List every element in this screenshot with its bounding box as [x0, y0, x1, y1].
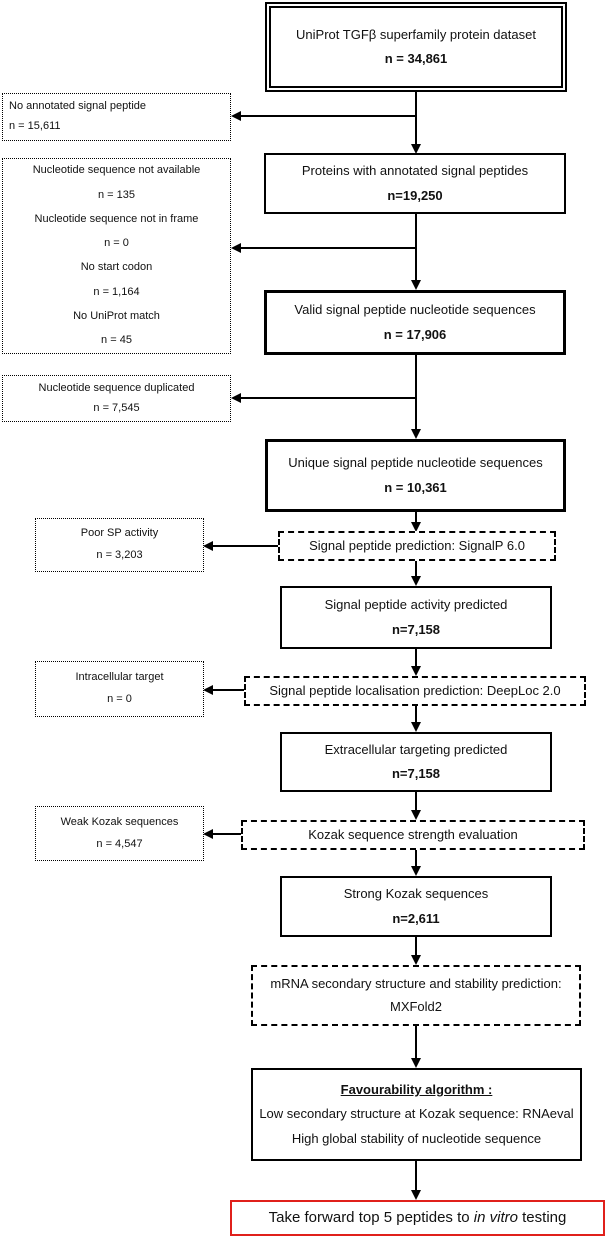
signalp-box: Signal peptide prediction: SignalP 6.0 [278, 531, 556, 561]
deeploc-box: Signal peptide localisation prediction: … [244, 676, 586, 706]
poor-sp-count: n = 3,203 [96, 549, 143, 561]
invalid-item-0-label: Nucleotide sequence not available [32, 164, 201, 177]
annotated-box: Proteins with annotated signal peptides … [264, 153, 566, 214]
mrna-line2: MXFold2 [389, 998, 443, 1014]
invalid-item-2-count: n = 1,164 [93, 285, 140, 298]
activity-title: Signal peptide activity predicted [324, 597, 508, 613]
extracellular-box: Extracellular targeting predicted n=7,15… [280, 732, 552, 792]
valid-count: n = 17,906 [383, 326, 447, 342]
weak-kozak-box: Weak Kozak sequences n = 4,547 [35, 806, 204, 861]
duplicated-title: Nucleotide sequence duplicated [38, 381, 195, 394]
no-signal-count: n = 15,611 [9, 120, 61, 132]
intracellular-box: Intracellular target n = 0 [35, 661, 204, 717]
invalid-item-3-label: No UniProt match [73, 309, 160, 322]
invalid-box: Nucleotide sequence not available n = 13… [2, 158, 231, 354]
valid-title: Valid signal peptide nucleotide sequence… [294, 302, 536, 318]
mrna-box: mRNA secondary structure and stability p… [251, 965, 581, 1026]
invalid-item-1-count: n = 0 [104, 237, 129, 249]
extracellular-title: Extracellular targeting predicted [324, 741, 508, 757]
unique-title: Unique signal peptide nucleotide sequenc… [288, 455, 543, 471]
kozak-eval-box: Kozak sequence strength evaluation [241, 820, 585, 850]
invalid-item-0-count: n = 135 [97, 188, 135, 201]
favour-line1: Low secondary structure at Kozak sequenc… [259, 1106, 574, 1122]
kozak-eval-title: Kozak sequence strength evaluation [308, 826, 518, 842]
signalp-title: Signal peptide prediction: SignalP 6.0 [309, 537, 525, 553]
strong-kozak-title: Strong Kozak sequences [343, 886, 489, 902]
annotated-count: n=19,250 [387, 187, 443, 203]
final-prefix: Take forward top 5 peptides to [268, 1208, 474, 1226]
poor-sp-box: Poor SP activity n = 3,203 [35, 518, 204, 572]
weak-kozak-title: Weak Kozak sequences [60, 815, 179, 828]
duplicated-box: Nucleotide sequence duplicated n = 7,545 [2, 375, 231, 422]
unique-count: n = 10,361 [384, 479, 447, 495]
extracellular-count: n=7,158 [391, 766, 441, 781]
invalid-item-3-count: n = 45 [101, 334, 132, 346]
no-signal-box: No annotated signal peptide n = 15,611 [2, 93, 231, 141]
dataset-title: UniProt TGFβ superfamily protein dataset [296, 26, 536, 42]
deeploc-title: Signal peptide localisation prediction: … [269, 682, 561, 698]
duplicated-count: n = 7,545 [93, 401, 140, 414]
annotated-title: Proteins with annotated signal peptides [301, 163, 529, 179]
mrna-line1: mRNA secondary structure and stability p… [270, 976, 562, 992]
favour-box: Favourability algorithm : Low secondary … [251, 1068, 582, 1161]
activity-box: Signal peptide activity predicted n=7,15… [280, 586, 552, 649]
weak-kozak-count: n = 4,547 [96, 837, 143, 850]
intracellular-count: n = 0 [107, 693, 132, 705]
unique-box: Unique signal peptide nucleotide sequenc… [265, 439, 566, 512]
strong-kozak-box: Strong Kozak sequences n=2,611 [280, 876, 552, 937]
strong-kozak-count: n=2,611 [392, 910, 440, 926]
dataset-count: n = 34,861 [384, 51, 448, 66]
favour-line2: High global stability of nucleotide sequ… [291, 1130, 542, 1146]
invalid-item-1-label: Nucleotide sequence not in frame [34, 212, 199, 225]
activity-count: n=7,158 [391, 621, 441, 637]
valid-box: Valid signal peptide nucleotide sequence… [264, 290, 566, 355]
dataset-box: UniProt TGFβ superfamily protein dataset… [265, 2, 567, 92]
final-suffix: testing [517, 1208, 567, 1226]
poor-sp-title: Poor SP activity [80, 527, 159, 540]
final-box: Take forward top 5 peptides to in vitro … [230, 1200, 605, 1236]
final-italic: in vitro [473, 1208, 518, 1226]
intracellular-title: Intracellular target [75, 671, 164, 684]
favour-title: Favourability algorithm : [340, 1082, 493, 1098]
invalid-item-2-label: No start codon [80, 261, 153, 274]
no-signal-title: No annotated signal peptide [9, 100, 146, 113]
